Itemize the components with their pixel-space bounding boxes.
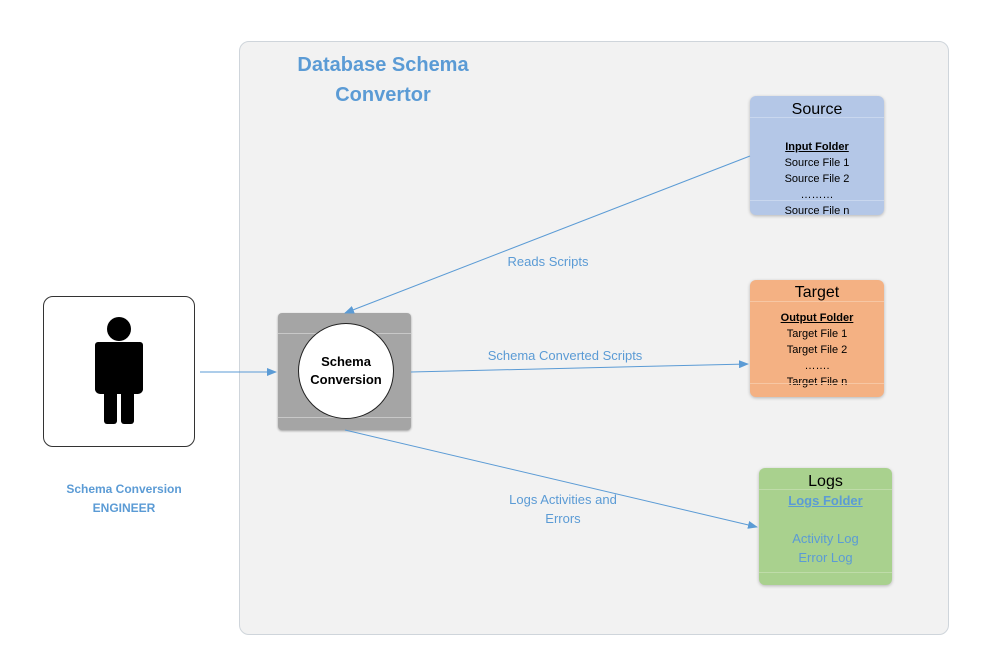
- edge-label-logs: Logs Activities and Errors: [488, 490, 638, 528]
- edge-label-converted-scripts: Schema Converted Scripts: [487, 348, 643, 363]
- diagram-title-line2: Convertor: [335, 84, 431, 106]
- output-folder: Output Folder: [780, 312, 854, 324]
- card-band: [750, 383, 884, 384]
- person-icon: [95, 317, 143, 424]
- schema-conversion-circle: Schema Conversion: [298, 323, 394, 419]
- conversion-label-line1: Schema: [321, 354, 371, 369]
- card-band: [750, 200, 884, 201]
- edge-label-reads-scripts: Reads Scripts: [507, 254, 589, 269]
- source-file-1: Source File 1: [784, 157, 850, 169]
- engineer-label: Schema Conversion ENGINEER: [40, 480, 208, 518]
- edge-label-logs-line2: Errors: [545, 511, 581, 526]
- card-band: [759, 489, 892, 490]
- arrow-converted-scripts: [410, 360, 749, 373]
- target-file-ellipsis: …….: [804, 360, 830, 372]
- logs-title: Logs: [808, 473, 843, 490]
- conversion-label-line2: Conversion: [310, 372, 382, 387]
- target-title: Target: [794, 284, 840, 301]
- source-folder: Input Folder: [785, 141, 849, 153]
- engineer-node: [43, 296, 195, 447]
- diagram-title-line1: Database Schema: [297, 54, 469, 76]
- source-title: Source: [791, 101, 843, 118]
- target-file-1: Target File 1: [786, 328, 848, 340]
- arrow-reads-scripts: [344, 155, 751, 314]
- diagram-title: Database Schema Convertor: [258, 50, 508, 110]
- arrow-logs-activities: [344, 429, 758, 529]
- engineer-label-line2: ENGINEER: [92, 501, 156, 515]
- source-node: Source Input Folder Source File 1 Source…: [750, 96, 884, 217]
- logs-folder: Logs Folder: [788, 493, 863, 508]
- activity-log: Activity Log: [792, 531, 859, 546]
- card-band: [750, 301, 884, 302]
- card-band: [759, 572, 892, 573]
- source-file-n: Source File n: [784, 205, 850, 217]
- error-log: Error Log: [798, 550, 853, 565]
- logs-node: Logs Logs Folder Activity Log Error Log: [759, 468, 892, 585]
- target-file-n: Target File n: [786, 376, 848, 388]
- engineer-label-line1: Schema Conversion: [66, 482, 182, 496]
- target-file-2: Target File 2: [786, 344, 848, 356]
- target-node: Target Output Folder Target File 1 Targe…: [750, 280, 884, 397]
- card-band: [750, 117, 884, 118]
- source-file-2: Source File 2: [784, 173, 850, 185]
- edge-label-logs-line1: Logs Activities and: [509, 492, 617, 507]
- source-file-ellipsis: ………: [800, 189, 834, 201]
